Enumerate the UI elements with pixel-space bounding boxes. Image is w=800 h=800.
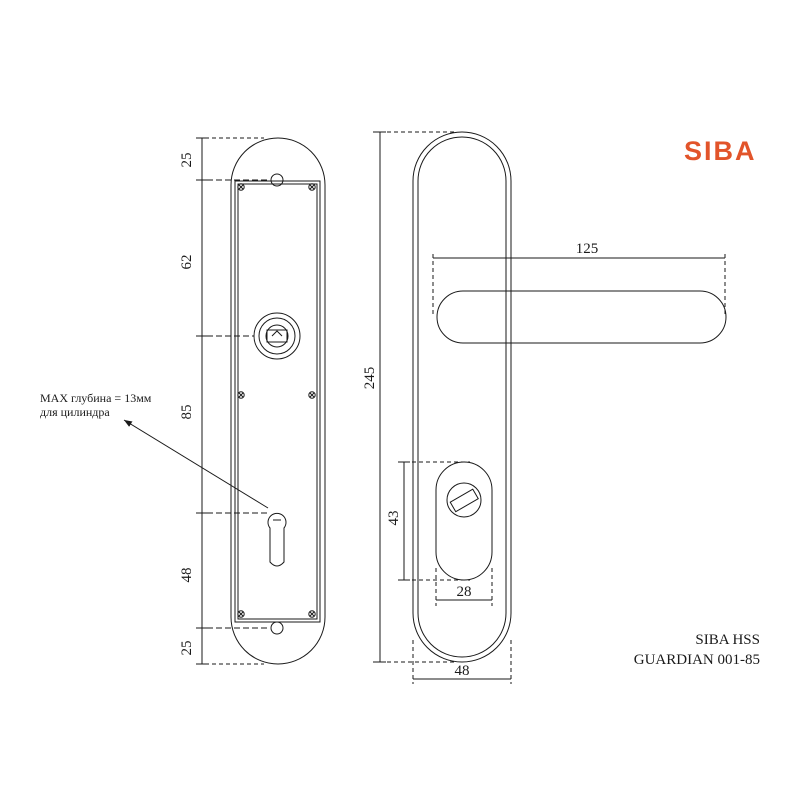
back-plate-outline (230, 137, 326, 665)
dim-cutout-width-line (435, 568, 493, 606)
siba-logo: SIBA (684, 136, 757, 166)
front-plate-view (373, 131, 727, 684)
dim-height-line (373, 131, 455, 663)
dim-upper-label: 62 (179, 255, 195, 270)
top-mount-hole (270, 173, 284, 187)
logo-text: SIBA (684, 136, 757, 166)
inner-plate-border (237, 183, 318, 620)
inner-plate (234, 180, 321, 623)
cylinder-cover (435, 461, 493, 581)
dim-middle-label: 85 (179, 405, 195, 420)
note-line-1: MAX глубина = 13мм (40, 391, 152, 405)
cylinder-depth-note: MAX глубина = 13мм для цилиндра (40, 391, 152, 419)
note-leader-arrow (123, 419, 269, 509)
dim-cutout-width-label: 28 (457, 584, 472, 600)
dim-bottom-label: 25 (179, 641, 195, 656)
caption-line-1: SIBA HSS (695, 632, 760, 648)
dim-height-label: 245 (362, 367, 378, 390)
dim-top-label: 25 (179, 153, 195, 168)
screw-icons (237, 183, 316, 618)
dim-cutout-height-line (398, 461, 470, 581)
dim-lower-label: 48 (179, 568, 195, 583)
bottom-mount-hole (270, 621, 284, 635)
cylinder-cutout (267, 512, 287, 567)
note-line-2: для цилиндра (40, 405, 110, 419)
left-dimension-chain (196, 137, 264, 665)
reference-lines (198, 179, 270, 629)
dim-handle-line (432, 254, 726, 314)
front-plate-outline (412, 131, 512, 663)
spindle-mechanism (253, 312, 301, 360)
dim-handle-label: 125 (576, 241, 599, 257)
caption-line-2: GUARDIAN 001-85 (634, 652, 760, 668)
back-plate-view (123, 137, 326, 665)
left-dimension-labels: 25 62 85 48 25 (179, 153, 195, 656)
dim-cutout-height-label: 43 (386, 511, 402, 526)
product-caption: SIBA HSS GUARDIAN 001-85 (634, 632, 760, 668)
dim-plate-width-line (412, 640, 512, 684)
dim-plate-width-label: 48 (455, 663, 470, 679)
right-dimension-labels: 245 125 43 28 48 (362, 241, 598, 679)
keyhole-icon (446, 482, 482, 518)
front-plate-inner (417, 136, 507, 658)
lever-handle (436, 290, 727, 344)
